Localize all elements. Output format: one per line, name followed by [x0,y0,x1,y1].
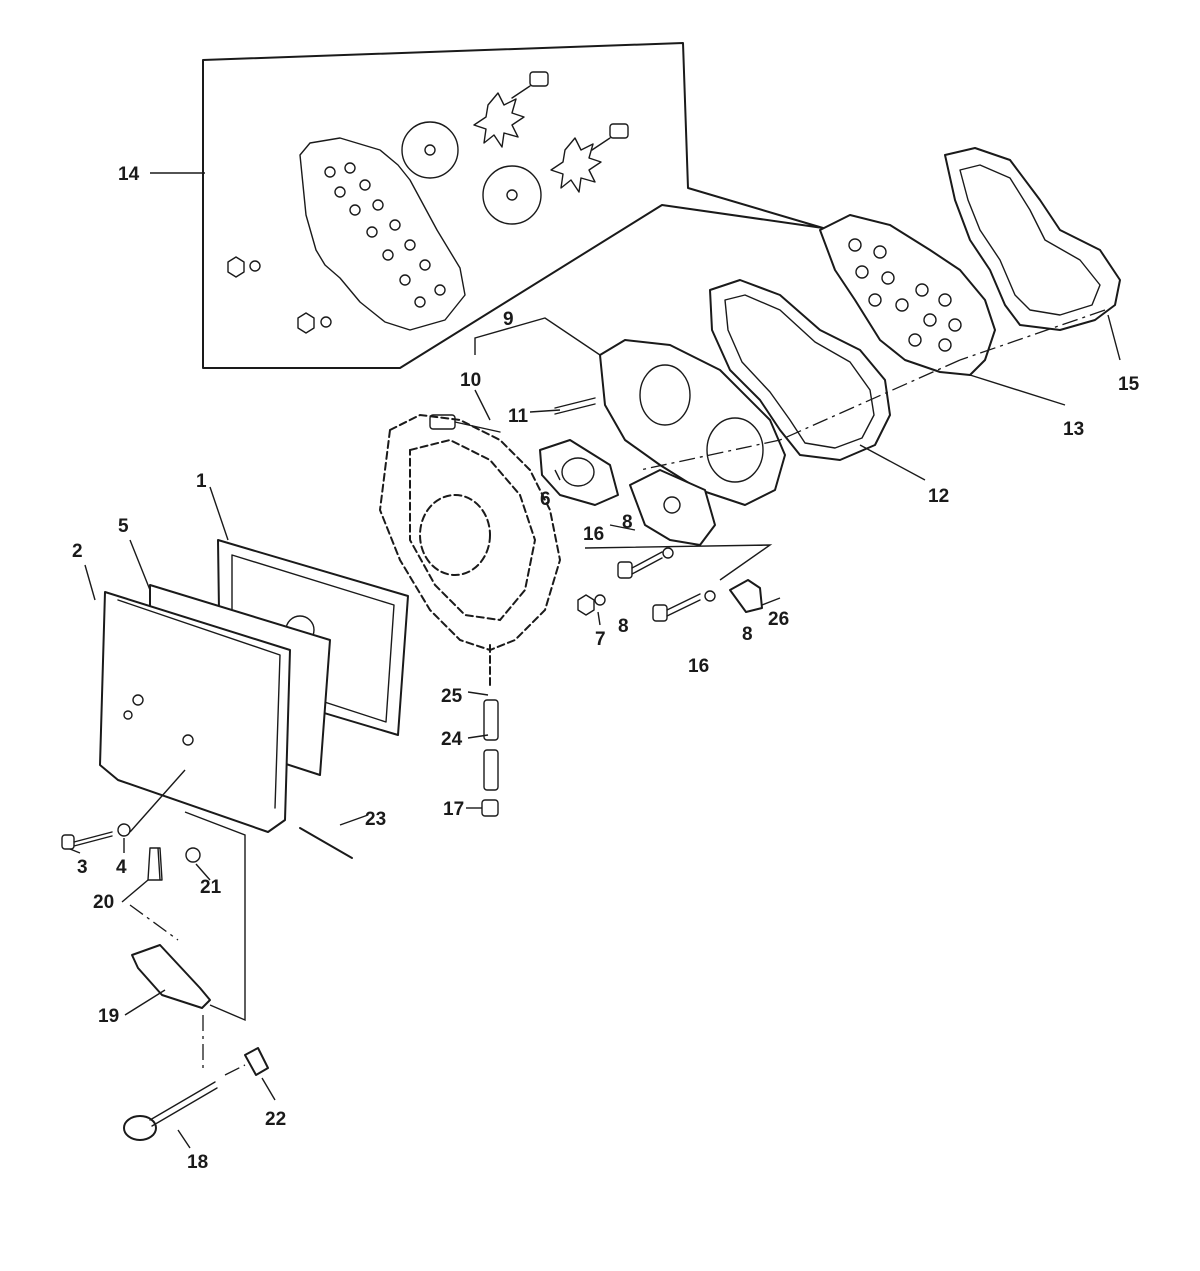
pin-23 [299,827,353,859]
label-8a: 8 [622,512,633,533]
label-16a: 16 [583,524,604,545]
part-labels: 1 2 5 3 4 6 7 8 8 8 9 10 11 12 13 14 15 … [72,164,1140,1173]
label-4: 4 [116,857,127,878]
label-15: 15 [1118,374,1140,395]
adapter-plate-9 [599,339,786,506]
clip-21 [185,847,201,863]
gasket-12 [709,279,891,461]
label-7: 7 [595,629,606,650]
airbox-cover-2 [99,591,291,833]
label-8b: 8 [618,616,629,637]
label-2: 2 [72,541,83,562]
label-25: 25 [441,686,463,707]
label-23: 23 [365,809,386,830]
label-leaders [69,172,1121,1149]
label-13: 13 [1063,419,1084,440]
gasket-15 [944,147,1121,331]
label-6: 6 [540,489,551,510]
hose-24 [483,699,499,791]
screw-10 [429,414,501,433]
bracket-26 [729,579,763,613]
label-11: 11 [508,406,529,427]
choke-lever-19 [131,944,211,1009]
choke-knob-18 [123,1081,218,1141]
label-26: 26 [768,609,789,630]
link-20 [147,847,163,881]
label-12: 12 [928,486,949,507]
screw-16a [617,547,674,579]
label-17: 17 [443,799,464,820]
label-9: 9 [503,309,514,330]
label-24: 24 [441,729,463,750]
label-21: 21 [200,877,222,898]
label-10: 10 [460,370,481,391]
grommet-22 [244,1047,269,1076]
label-16b: 16 [688,656,709,677]
stud-11 [554,397,596,415]
label-1: 1 [196,471,207,492]
label-5: 5 [118,516,129,537]
engine-block-phantom [378,413,562,686]
label-8c: 8 [742,624,753,645]
pump-body [629,469,716,546]
gasket-6 [539,439,619,506]
label-3: 3 [77,857,88,878]
nut-7 [577,594,606,616]
label-19: 19 [98,1006,119,1027]
label-22: 22 [265,1109,286,1130]
washer-4 [117,823,131,837]
label-14: 14 [118,164,140,185]
fitting-17 [481,799,499,817]
kit-inset-box [202,42,824,369]
label-18: 18 [187,1152,208,1173]
screw-16b [652,590,716,622]
reed-plate-13 [819,214,996,376]
label-20: 20 [93,892,114,913]
screw-3 [61,831,113,850]
assembly-lines [129,309,1106,1076]
